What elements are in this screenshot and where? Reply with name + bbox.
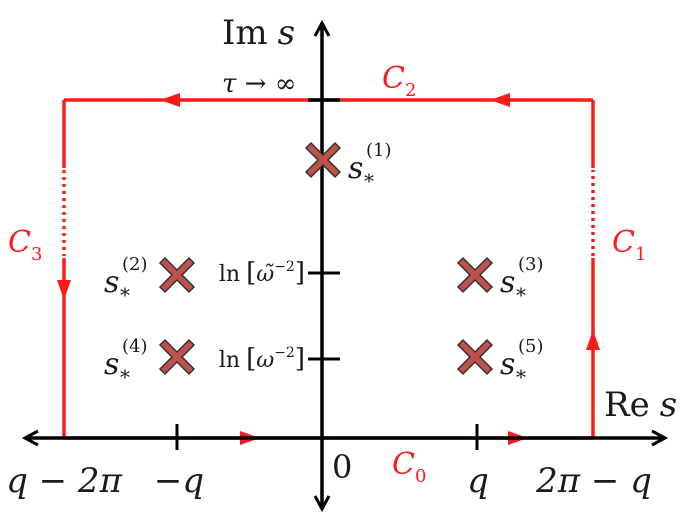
tick-label-q: q (467, 461, 489, 501)
arrow-up-c1 (586, 330, 600, 350)
imag-axis-arrow-up (313, 19, 331, 37)
singularity-marker-2 (158, 256, 196, 294)
origin-label: 0 (332, 448, 352, 486)
contour-label-c2: C2 (382, 61, 416, 101)
tick-label-2pi-minus-q: 2π − q (535, 461, 652, 501)
contour-label-c1: C1 (612, 225, 646, 265)
arrow-left-c2-left (160, 93, 180, 107)
svg-text:s: s (104, 265, 119, 300)
svg-text:*: * (364, 169, 374, 193)
singularity-label-1: s * (1) (348, 140, 392, 193)
arrow-left-c2-right (490, 93, 510, 107)
svg-text:(4): (4) (122, 336, 148, 357)
svg-text:s: s (104, 347, 119, 382)
singularity-marker-5 (456, 338, 494, 376)
tick-label-neg-q: −q (154, 461, 204, 501)
svg-text:*: * (120, 365, 130, 389)
singularity-label-3: s * (3) (500, 254, 544, 307)
contour-label-c3: C3 (8, 225, 42, 265)
svg-text:s: s (500, 347, 515, 382)
svg-text:s: s (348, 151, 363, 186)
singularity-marker-1 (304, 141, 342, 179)
singularity-marker-3 (456, 256, 494, 294)
tick-label-ln-omega: ln[ω−2] (219, 344, 305, 374)
tick-label-q-minus-2pi: q − 2π (6, 461, 123, 501)
svg-text:(2): (2) (122, 254, 148, 275)
arrow-down-c3 (57, 280, 71, 300)
singularity-label-5: s * (5) (500, 336, 544, 389)
imag-axis-arrow-down (313, 495, 331, 513)
contour-label-c0: C0 (392, 447, 426, 487)
singularity-marker-4 (158, 338, 196, 376)
svg-text:(3): (3) (518, 254, 544, 275)
singularity-label-4: s * (4) (104, 336, 148, 389)
real-axis-arrow-left (21, 429, 39, 447)
singularity-label-2: s * (2) (104, 254, 148, 307)
svg-text:*: * (516, 283, 526, 307)
svg-text:*: * (516, 365, 526, 389)
ticks (175, 98, 479, 450)
svg-text:(5): (5) (518, 336, 544, 357)
axes (21, 19, 669, 513)
real-axis-arrow-right (651, 429, 669, 447)
singularity-markers (158, 141, 494, 376)
svg-text:s: s (500, 265, 515, 300)
tick-label-ln-omega-tilde: ln[ω̃−2] (219, 258, 305, 288)
tau-label: τ → ∞ (222, 69, 296, 99)
contour-arrows (57, 93, 600, 445)
svg-text:(1): (1) (366, 140, 392, 161)
svg-text:*: * (120, 283, 130, 307)
